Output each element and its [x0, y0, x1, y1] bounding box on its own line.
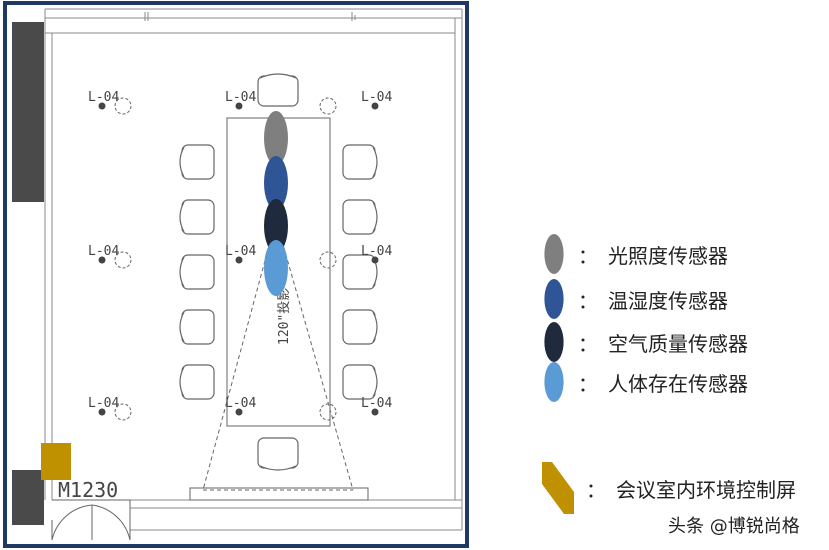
lamp-fixtures: L-04 L-04 L-04 L-04 L-04 L-04 L-04 L-04 …	[88, 90, 392, 421]
chair	[342, 364, 378, 400]
chair	[342, 309, 378, 345]
legend-item-air-quality-sensor: ： 空气质量传感器	[542, 322, 748, 362]
presence-sensor-icon	[544, 362, 564, 402]
cabinet	[12, 22, 44, 202]
air-quality-sensor-marker	[264, 199, 288, 253]
legend-colon: ：	[578, 288, 598, 313]
legend-item-temp-humidity-sensor: ： 温湿度传感器	[542, 279, 728, 319]
temp-humidity-sensor-marker	[264, 156, 288, 210]
chair	[179, 144, 215, 180]
legend-colon: ：	[578, 371, 598, 396]
lamp-fixture: L-04	[225, 396, 337, 421]
svg-text:L-04: L-04	[361, 244, 392, 259]
legend-item-light-sensor: ： 光照度传感器	[542, 234, 728, 274]
chair	[179, 309, 215, 345]
lamp-fixture: L-04	[88, 90, 132, 115]
legend-colon: ：	[586, 477, 606, 502]
legend-label: 会议室内环境控制屏	[616, 477, 796, 502]
legend-colon: ：	[578, 243, 598, 268]
svg-text:L-04: L-04	[88, 244, 119, 259]
svg-text:L-04: L-04	[225, 396, 256, 411]
lamp-fixture: L-04	[88, 244, 132, 269]
lamp-fixture: L-04	[88, 396, 132, 421]
legend-item-control-screen: ： 会议室内环境控制屏	[542, 462, 796, 514]
svg-text:L-04: L-04	[225, 90, 256, 105]
legend-item-presence-sensor: ： 人体存在传感器	[542, 362, 748, 402]
lamp-fixture: L-04	[361, 90, 392, 110]
projection-label: 120"投影	[276, 288, 292, 345]
legend-colon: ：	[578, 331, 598, 356]
svg-text:L-04: L-04	[88, 396, 119, 411]
watermark: 头条 @博锐尚格	[668, 516, 800, 537]
lamp-fixture: L-04	[225, 244, 337, 269]
chair	[257, 73, 299, 107]
lamp-fixture: L-04	[361, 396, 392, 416]
chair	[342, 144, 378, 180]
outer-wall	[3, 1, 469, 548]
chair	[179, 254, 215, 290]
svg-text:L-04: L-04	[361, 90, 392, 105]
door-code: M1230	[58, 478, 118, 502]
svg-text:L-04: L-04	[225, 244, 256, 259]
control-screen-icon	[542, 462, 574, 514]
legend-label: 温湿度传感器	[608, 288, 728, 313]
temp-humidity-sensor-icon	[544, 279, 564, 319]
chair	[257, 437, 299, 471]
air-quality-sensor-icon	[544, 322, 564, 362]
door	[51, 499, 131, 541]
light-sensor-icon	[544, 234, 564, 274]
svg-text:L-04: L-04	[88, 90, 119, 105]
projection-screen	[189, 487, 369, 501]
control-screen	[41, 443, 71, 480]
svg-text:L-04: L-04	[361, 396, 392, 411]
lamp-fixture: L-04	[225, 90, 337, 115]
chair	[179, 364, 215, 400]
cabinet	[12, 470, 44, 525]
chair	[342, 199, 378, 235]
chairs	[179, 73, 378, 471]
inner-walls	[44, 8, 463, 531]
light-sensor-marker	[264, 111, 288, 165]
legend-label: 人体存在传感器	[608, 371, 748, 396]
legend-label: 空气质量传感器	[608, 331, 748, 356]
presence-sensor-marker	[264, 240, 288, 296]
lamp-fixture: L-04	[361, 244, 392, 264]
chair	[179, 199, 215, 235]
legend-label: 光照度传感器	[608, 243, 728, 268]
projection-cone	[202, 219, 354, 491]
